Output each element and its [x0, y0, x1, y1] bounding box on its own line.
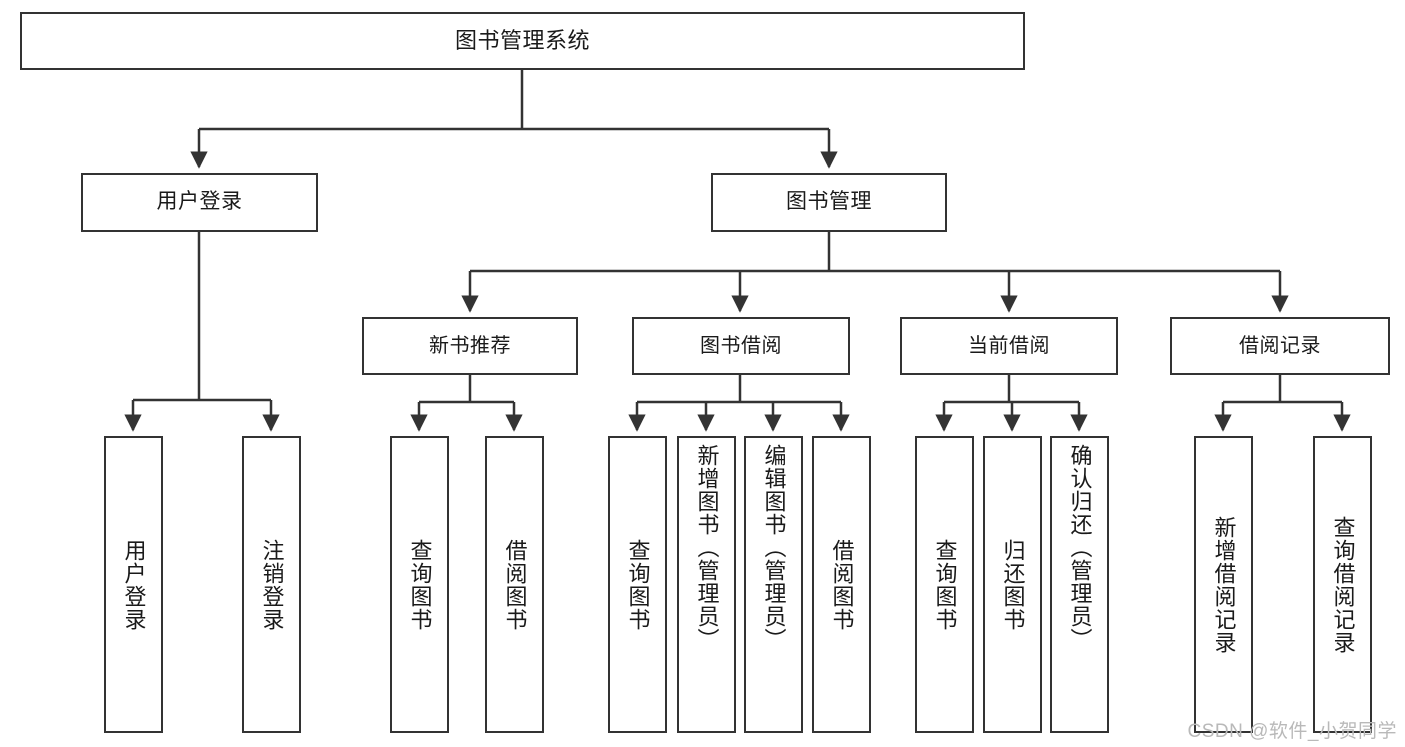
node-leaf-return-book[interactable]: 归还图书 — [983, 436, 1042, 733]
node-label: 借阅图书 — [502, 538, 528, 631]
node-label: 新增图书（管理员） — [694, 444, 720, 651]
node-label: 查询图书 — [932, 538, 958, 631]
node-label: 当前借阅 — [968, 334, 1050, 357]
node-leaf-query-book-borrow[interactable]: 查询图书 — [608, 436, 667, 733]
node-leaf-query-book-recommend[interactable]: 查询图书 — [390, 436, 449, 733]
node-label: 新增借阅记录 — [1211, 515, 1237, 654]
node-leaf-confirm-return-admin[interactable]: 确认归还（管理员） — [1050, 436, 1109, 733]
node-leaf-query-book-current[interactable]: 查询图书 — [915, 436, 974, 733]
node-label: 用户登录 — [156, 190, 243, 214]
node-leaf-add-borrow-record[interactable]: 新增借阅记录 — [1194, 436, 1253, 733]
node-root-system[interactable]: 图书管理系统 — [20, 12, 1025, 70]
node-leaf-logout[interactable]: 注销登录 — [242, 436, 301, 733]
node-label: 图书管理 — [786, 190, 872, 214]
node-label: 查询借阅记录 — [1330, 515, 1356, 654]
csdn-watermark: CSDN @软件_小贺同学 — [1187, 721, 1397, 742]
node-borrow-records[interactable]: 借阅记录 — [1170, 317, 1390, 375]
node-label: 查询图书 — [625, 538, 651, 631]
node-leaf-add-book-admin[interactable]: 新增图书（管理员） — [677, 436, 736, 733]
node-user-login[interactable]: 用户登录 — [81, 173, 318, 232]
node-leaf-query-borrow-record[interactable]: 查询借阅记录 — [1313, 436, 1372, 733]
node-book-management[interactable]: 图书管理 — [711, 173, 947, 232]
node-label: 编辑图书（管理员） — [761, 444, 787, 651]
node-label: 用户登录 — [121, 538, 147, 631]
node-leaf-edit-book-admin[interactable]: 编辑图书（管理员） — [744, 436, 803, 733]
node-label: 注销登录 — [259, 538, 285, 631]
node-label: 查询图书 — [407, 538, 433, 631]
node-label: 归还图书 — [1000, 538, 1026, 631]
node-leaf-borrow-book-recommend[interactable]: 借阅图书 — [485, 436, 544, 733]
node-new-book-recommend[interactable]: 新书推荐 — [362, 317, 578, 375]
node-current-borrow[interactable]: 当前借阅 — [900, 317, 1118, 375]
node-label: 图书借阅 — [700, 334, 782, 357]
node-label: 借阅图书 — [829, 538, 855, 631]
node-leaf-user-login[interactable]: 用户登录 — [104, 436, 163, 733]
node-label: 新书推荐 — [429, 334, 511, 357]
node-label: 确认归还（管理员） — [1067, 444, 1093, 651]
node-label: 图书管理系统 — [454, 28, 590, 54]
node-label: 借阅记录 — [1239, 334, 1321, 357]
node-leaf-borrow-book[interactable]: 借阅图书 — [812, 436, 871, 733]
node-book-borrow[interactable]: 图书借阅 — [632, 317, 850, 375]
